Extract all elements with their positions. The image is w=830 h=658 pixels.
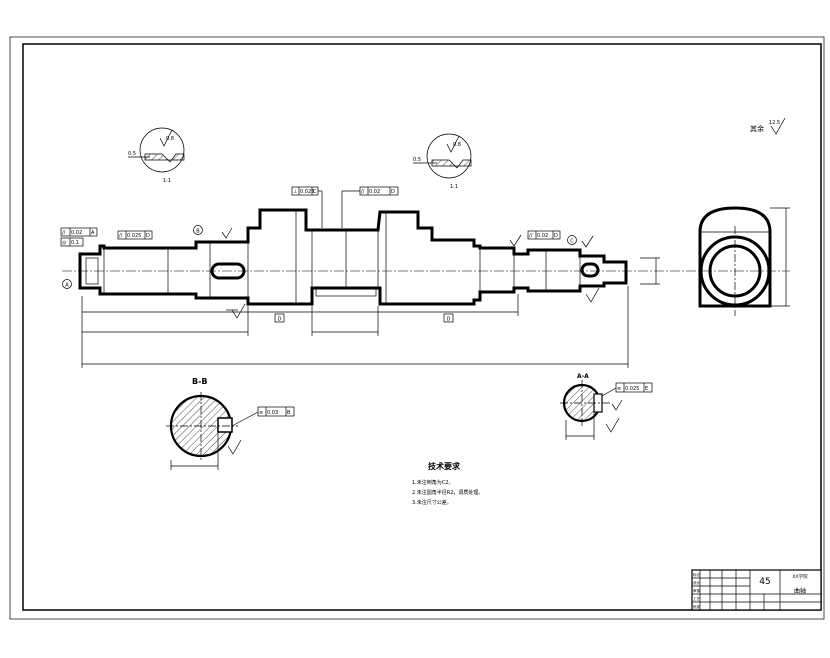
tech-req-item: 2.未注圆角半径R2，调质处理。 [412, 489, 483, 496]
material-label: 45 [759, 577, 770, 587]
tolerance-frame: ≡ 0.03 B [257, 406, 295, 417]
svg-text:0.025: 0.025 [300, 189, 314, 195]
detail-view-right: 0.5 0.8 1:1 [413, 133, 472, 190]
svg-text:其余: 其余 [750, 124, 764, 133]
inner-frame [22, 43, 822, 611]
tech-req-item: 3.未注尺寸公差。 [412, 499, 452, 506]
datum-markers: A B D D C [62, 225, 577, 323]
svg-text:A: A [91, 230, 95, 236]
section-a-a: A-A [560, 373, 623, 440]
svg-text://: // [361, 189, 365, 195]
svg-text:0.02: 0.02 [71, 230, 82, 236]
svg-text:0.8: 0.8 [166, 136, 174, 142]
tolerance-frame: // 0.02 D [359, 186, 399, 196]
svg-text:B-B: B-B [192, 377, 208, 386]
svg-text:≡: ≡ [259, 410, 263, 416]
svg-text:0.025: 0.025 [127, 233, 141, 239]
technical-requirements: 技术要求 1.未注倒角为C2。 2.未注圆角半径R2，调质处理。 3.未注尺寸公… [412, 461, 483, 506]
svg-text:标记: 标记 [693, 572, 701, 577]
company-label: XX学院 [792, 573, 808, 580]
tolerance-frame: // 0.025 D [117, 230, 153, 240]
end-view [698, 206, 790, 316]
svg-text:1:1: 1:1 [163, 178, 171, 184]
dimension-lines [81, 257, 660, 368]
svg-text:0.5: 0.5 [128, 151, 136, 157]
section-b-b: B-B [166, 377, 259, 470]
svg-text:D: D [278, 317, 282, 323]
svg-text:D: D [146, 233, 150, 239]
svg-text:0.5: 0.5 [413, 157, 421, 163]
tolerance-frame: // 0.02 D [527, 230, 561, 240]
crankshaft-outline [78, 208, 628, 306]
svg-text:1:1: 1:1 [450, 184, 458, 190]
surface-finish-symbol [221, 227, 600, 319]
general-surface-finish: 其余 12.5 [750, 117, 786, 135]
detail-view-left: 0.5 0.8 1:1 [128, 127, 185, 184]
svg-text:A: A [65, 283, 69, 289]
part-name-label: 曲轴 [794, 587, 806, 595]
svg-text:0.03: 0.03 [267, 410, 278, 416]
svg-text:审核: 审核 [693, 588, 701, 593]
svg-text:≡: ≡ [617, 386, 621, 392]
svg-text:工艺: 工艺 [693, 596, 701, 601]
svg-text:◎: ◎ [62, 240, 67, 246]
svg-text:12.5: 12.5 [769, 120, 780, 126]
svg-text:A-A: A-A [577, 373, 589, 380]
svg-text:B: B [196, 229, 200, 235]
svg-text:批准: 批准 [693, 604, 701, 609]
tech-req-title: 技术要求 [428, 461, 461, 471]
svg-text://: // [62, 230, 66, 236]
svg-text:D: D [554, 233, 558, 239]
tolerance-frame: ≡ 0.025 E [615, 382, 653, 393]
svg-text:E: E [645, 386, 648, 392]
title-block: 45 XX学院 曲轴 标记 设计 审核 工艺 批准 [691, 569, 822, 611]
svg-text:D: D [391, 189, 395, 195]
svg-text:0.02: 0.02 [537, 233, 548, 239]
svg-text:D: D [447, 317, 451, 323]
outer-border [9, 36, 825, 620]
svg-text:设计: 设计 [693, 580, 701, 585]
tolerance-frame: ◎ 0.1 [60, 237, 84, 247]
svg-text:0.8: 0.8 [453, 142, 461, 148]
tech-req-item: 1.未注倒角为C2。 [412, 479, 453, 486]
svg-text:B: B [287, 410, 291, 416]
tolerance-frame: // 0.02 A [60, 227, 98, 237]
svg-text:C: C [313, 189, 317, 195]
svg-text:0.02: 0.02 [369, 189, 380, 195]
svg-text:0.025: 0.025 [625, 386, 639, 392]
svg-text://: // [529, 233, 533, 239]
svg-text:C: C [570, 239, 574, 245]
svg-text:⊥: ⊥ [293, 189, 297, 195]
svg-text://: // [119, 233, 123, 239]
svg-text:0.1: 0.1 [71, 240, 79, 246]
